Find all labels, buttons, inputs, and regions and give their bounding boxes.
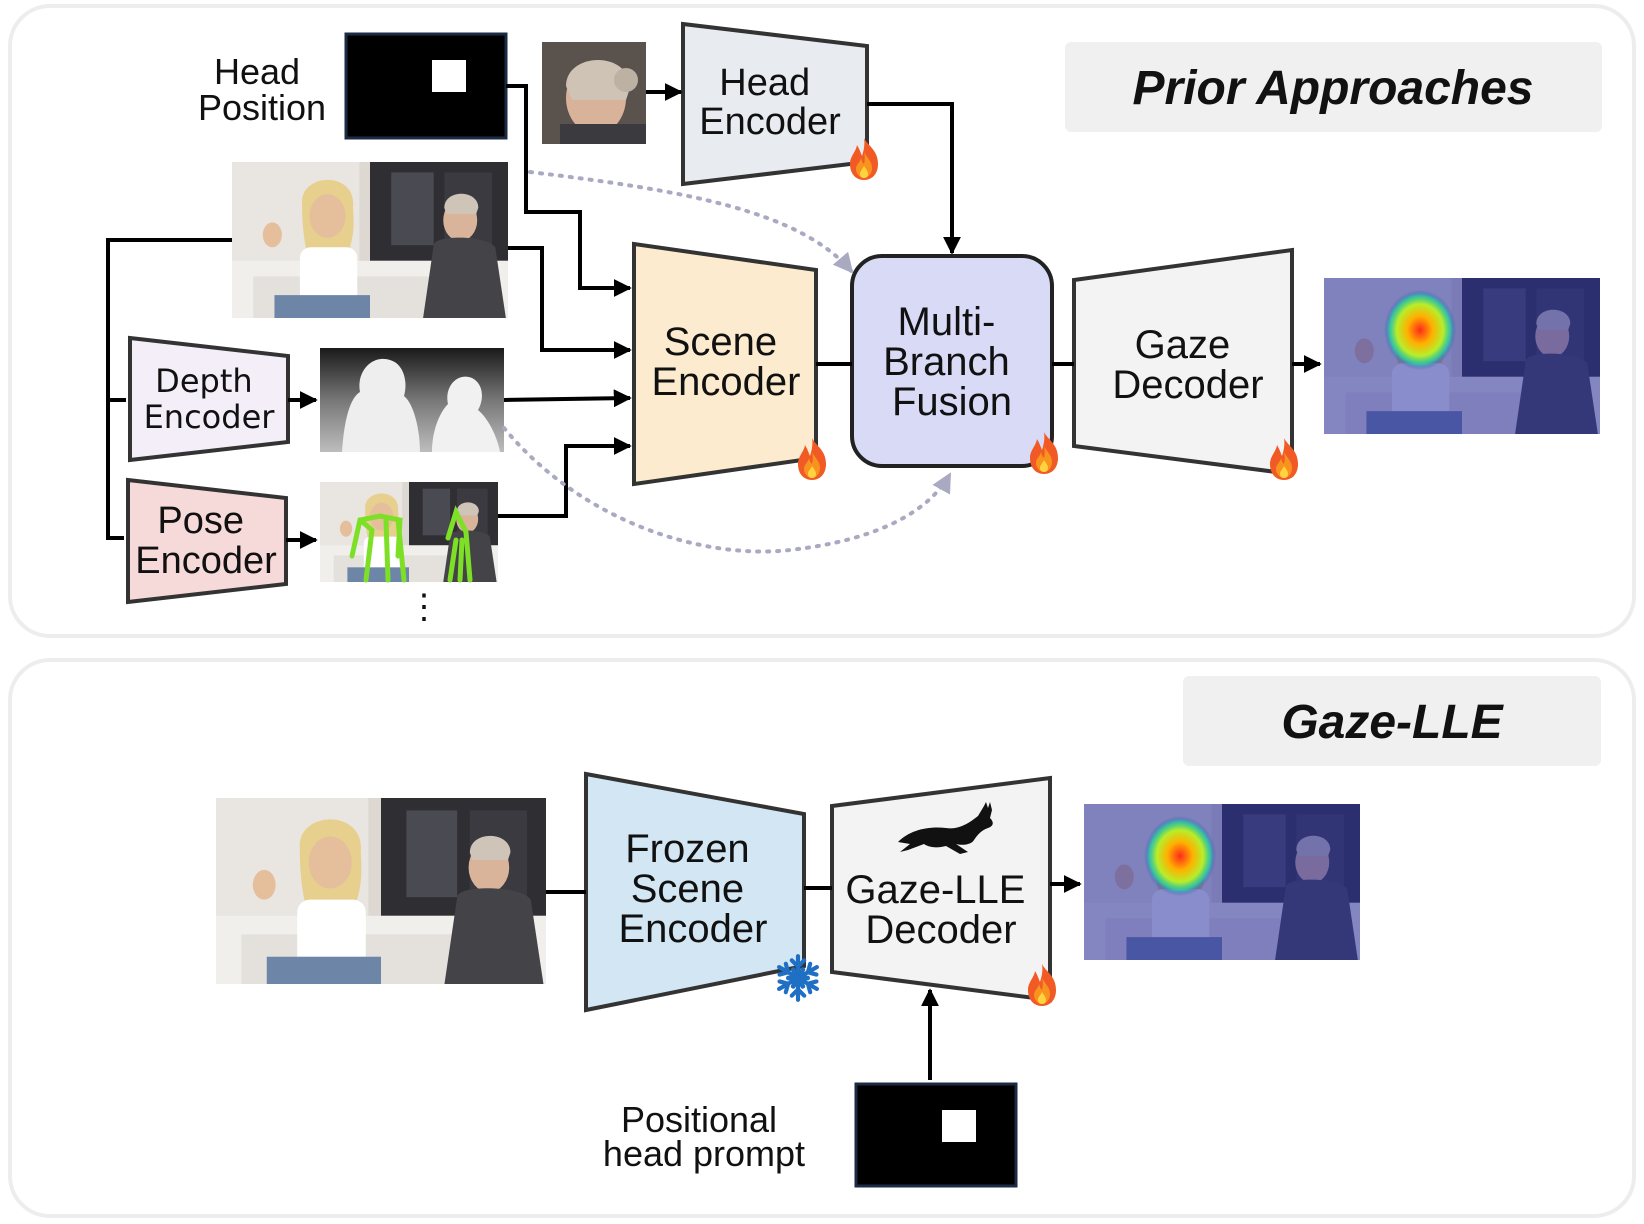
depth-map-image [320, 348, 504, 452]
frozen-scene-encoder-label: Frozen Scene Encoder [619, 827, 768, 951]
depth-encoder-block [128, 335, 290, 463]
pose-encoder-label: Pose Encoder [135, 500, 277, 582]
positional-head-prompt-label: Positional head prompt [603, 1099, 805, 1174]
scene-image [232, 162, 508, 318]
gaze-lle-panel: Gaze-LLE Frozen Scene Encoder Gaze-LLE D… [8, 658, 1636, 1218]
head-crop-image [542, 42, 646, 144]
gaze-lle-title-box [1183, 676, 1601, 766]
connector-lines [546, 875, 1082, 1080]
more-inputs-ellipsis: ⋮ [407, 588, 441, 626]
multi-branch-fusion-label: Multi- Branch Fusion [883, 300, 1021, 424]
connector-lines [106, 83, 1322, 554]
depth-encoder-label: Depth Encoder [144, 362, 276, 436]
head-prompt-mask [854, 1082, 1018, 1188]
head-position-mask [344, 32, 508, 140]
scene-image [216, 798, 546, 984]
pose-encoder-block [126, 477, 288, 605]
frozen-scene-encoder-block [584, 771, 806, 1013]
prior-approaches-title: Prior Approaches [1133, 62, 1534, 115]
skeleton-overlay [349, 505, 473, 583]
multi-branch-fusion-block [850, 254, 1054, 468]
head-encoder-label: Head Encoder [699, 62, 841, 143]
scene-encoder-label: Scene Encoder [652, 320, 801, 404]
gaze-lle-title: Gaze-LLE [1281, 696, 1504, 749]
prior-approaches-title-box [1065, 42, 1602, 132]
prior-approaches-panel: Prior Approaches Head Position Head Enco… [8, 4, 1636, 638]
gaze-heatmap-output-image [1324, 278, 1600, 434]
pose-image [320, 482, 498, 583]
head-position-label: Head Position [198, 51, 326, 128]
gaze-lle-decoder-label: Gaze-LLE Decoder [845, 868, 1036, 952]
gazelle-icon [898, 802, 993, 854]
gaze-decoder-label: Gaze Decoder [1112, 323, 1263, 407]
gaze-heatmap-output-image [1084, 804, 1360, 960]
